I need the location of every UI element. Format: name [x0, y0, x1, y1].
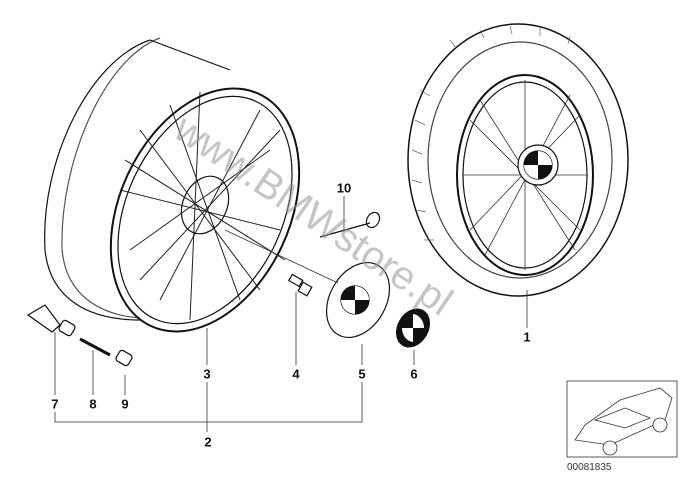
callout-6[interactable]: 6: [410, 366, 418, 382]
reference-number: 00081835: [567, 462, 612, 473]
callout-1[interactable]: 1: [523, 329, 531, 345]
vehicle-thumbnail: [566, 380, 678, 458]
hub-cap-drawing: [325, 262, 391, 338]
callout-2[interactable]: 2: [204, 434, 212, 450]
wheel-bolt-drawing: [287, 273, 313, 297]
emblem-drawing: [396, 308, 430, 348]
wrench-drawing: [319, 211, 381, 238]
callout-4[interactable]: 4: [292, 366, 300, 382]
callout-3[interactable]: 3: [203, 366, 211, 382]
wheel-rim-drawing: [44, 37, 301, 333]
leader-lines: [54, 196, 528, 432]
callout-10[interactable]: 10: [336, 180, 352, 196]
callout-9[interactable]: 9: [121, 396, 129, 412]
complete-wheel-drawing: [407, 23, 629, 297]
callout-7[interactable]: 7: [51, 396, 59, 412]
callout-8[interactable]: 8: [89, 396, 97, 412]
callout-5[interactable]: 5: [358, 366, 366, 382]
valve-drawing: [26, 304, 133, 367]
